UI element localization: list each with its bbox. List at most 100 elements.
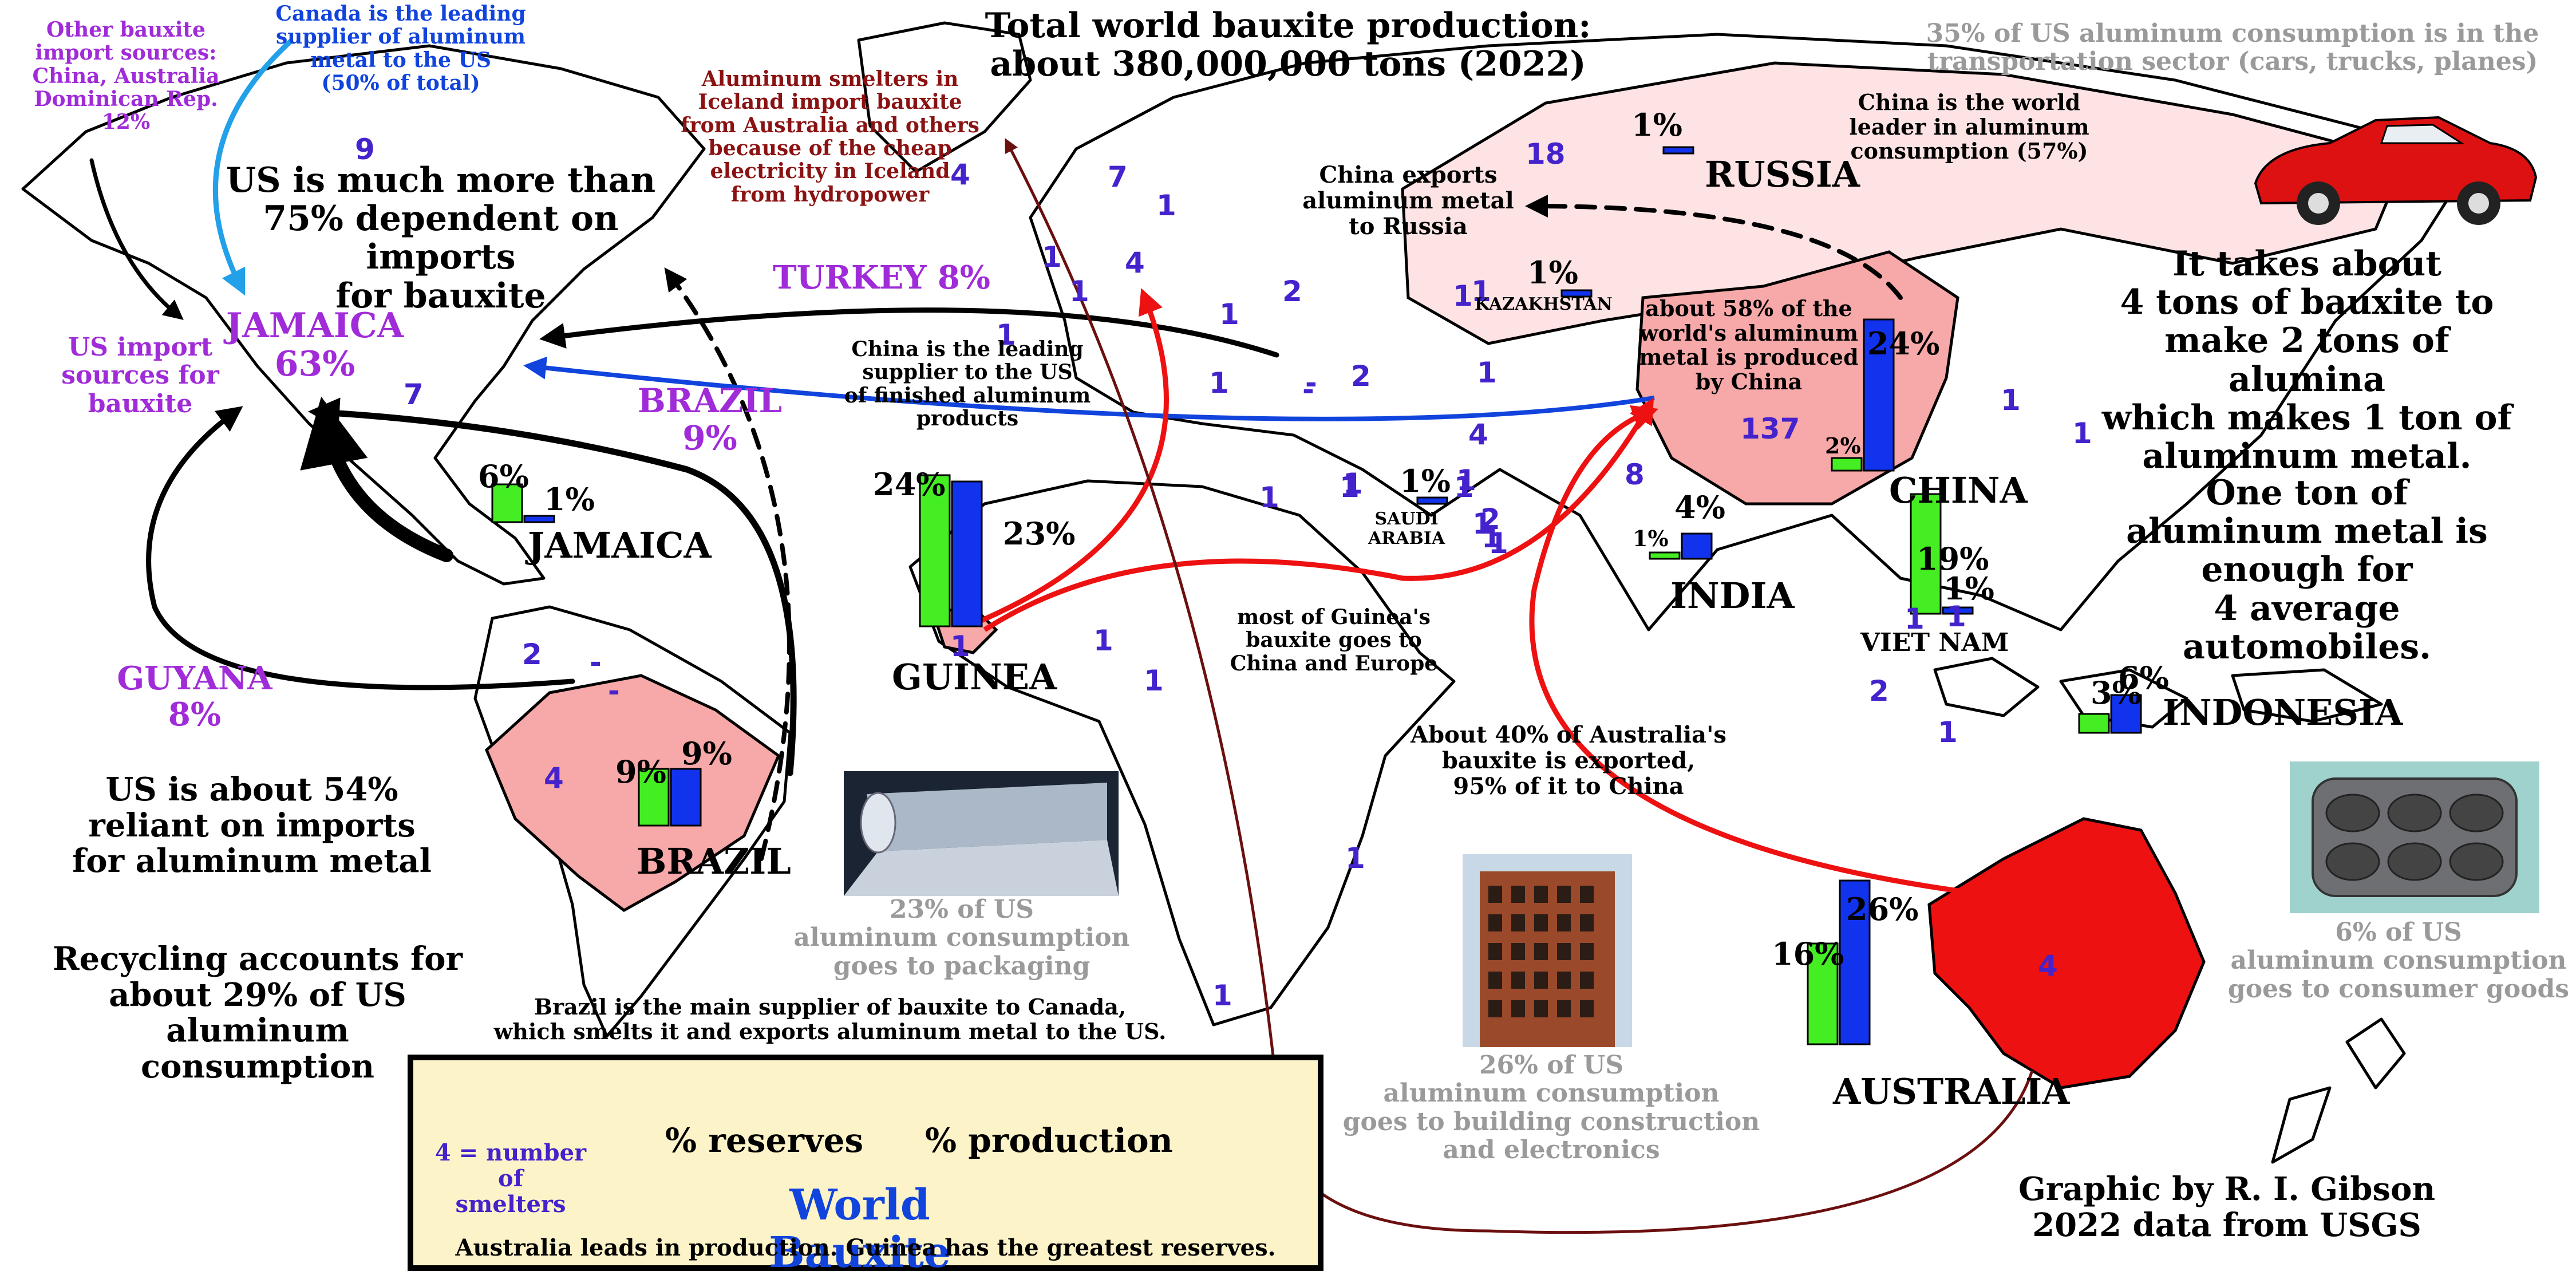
arrow-guyana-us <box>146 406 575 690</box>
greenland-landmass <box>857 21 1032 173</box>
smelter-count: 1 <box>1488 527 1508 560</box>
country-label-brazil: BRAZIL <box>637 840 791 882</box>
pct-russia-production: 1% <box>1631 106 1682 143</box>
legend-reserves-label: % reserves <box>665 1121 864 1160</box>
packaging-caption: 23% of US aluminum consumption goes to p… <box>793 895 1130 981</box>
pct-china-production: 24% <box>1867 325 1940 362</box>
pct-jamaica-reserves: 6% <box>478 458 529 495</box>
other-import-sources-note: Other bauxite import sources: China, Aus… <box>32 18 220 135</box>
bar-guinea-production <box>951 480 983 627</box>
arrow-other-sources <box>89 158 184 320</box>
china-consumption-leader-note: China is the world leader in aluminum co… <box>1849 89 2089 164</box>
import-label-brazil: BRAZIL 9% <box>637 381 783 457</box>
pct-indonesia-reserves: 3% <box>2091 674 2142 711</box>
pct-jamaica-production: 1% <box>544 481 595 518</box>
building-photo <box>1463 854 1632 1047</box>
arrow-turkey-us <box>539 307 1279 358</box>
pct-saudi-arabia-production: 1% <box>1400 463 1451 499</box>
smelter-count: 1 <box>1477 356 1497 389</box>
smelter-count: 4 <box>1125 246 1145 279</box>
smelter-count: 1 <box>2072 417 2092 450</box>
smelter-count: 4 <box>2038 949 2058 982</box>
bar-brazil-production <box>670 768 702 827</box>
smelter-count: 1 <box>1345 842 1365 875</box>
smelter-count: 1 <box>1069 275 1089 308</box>
smelter-count: - <box>590 646 602 679</box>
legend-production-label: % production <box>925 1121 1173 1160</box>
australia-region <box>1927 817 2206 1089</box>
smelter-count: 1 <box>1340 471 1360 504</box>
smelter-count: 1 <box>1219 298 1239 331</box>
black-import-arrows <box>89 158 1903 861</box>
automobiles-note: One ton of aluminum metal is enough for … <box>2126 473 2488 667</box>
smelter-count: 1 <box>1471 275 1491 308</box>
smelter-count: 1 <box>1938 716 1958 749</box>
transportation-caption: 35% of US aluminum consumption is in the… <box>1926 19 2539 77</box>
pct-brazil-reserves: 9% <box>615 753 666 790</box>
arrow-guinea-china <box>983 397 1654 632</box>
smelter-count: 1 <box>1144 664 1164 697</box>
new-zealand-islands <box>2271 1017 2406 1164</box>
brazil-canada-note: Brazil is the main supplier of bauxite t… <box>493 994 1167 1044</box>
smelter-count: - <box>1305 366 1317 400</box>
import-label-jamaica: JAMAICA 63% <box>226 306 404 385</box>
recycling-note: Recycling accounts for about 29% of US a… <box>53 940 463 1086</box>
smelter-count: 137 <box>1740 412 1800 445</box>
pct-india-reserves: 1% <box>1633 526 1669 551</box>
us-aluminum-reliance-note: US is about 54% reliant on imports for a… <box>72 771 432 881</box>
bar-guinea-reserves <box>919 474 951 627</box>
country-label-guinea: GUINEA <box>892 656 1057 698</box>
smelter-count: 8 <box>1625 458 1645 491</box>
red-export-arrows <box>972 288 1976 896</box>
smelter-count: 1 <box>1042 240 1062 274</box>
smelter-count: 4 <box>1468 418 1488 451</box>
country-label-australia: AUSTRALIA <box>1833 1071 2070 1112</box>
bar-kazakhstan-production <box>1560 289 1593 298</box>
country-label-russia: RUSSIA <box>1705 153 1860 195</box>
us-bauxite-dependence-note: US is much more than 75% dependent on im… <box>226 160 656 316</box>
smelter-count: - <box>608 674 620 708</box>
muffin-tin-photo <box>2290 761 2539 913</box>
russia-region <box>1401 61 2407 345</box>
smelter-count: 9 <box>355 133 375 166</box>
china-production-share-note: about 58% of the world's aluminum metal … <box>1639 295 1859 394</box>
smelter-count: 1 <box>1481 521 1502 554</box>
smelter-count: 4 <box>544 761 564 795</box>
smelter-count: 1 <box>1259 481 1279 514</box>
country-label-jamaica: JAMAICA <box>528 524 712 566</box>
bar-australia-reserves <box>1807 942 1839 1045</box>
smelter-count: 1 <box>1454 471 1474 504</box>
smelter-count: 1 <box>1156 189 1176 222</box>
smelter-count: 1 <box>1209 366 1229 400</box>
smelter-count: 2 <box>1282 275 1302 308</box>
smelter-count: 1 <box>1456 464 1476 497</box>
map-title: Total world bauxite production: about 38… <box>985 6 1591 85</box>
pct-vietnam-reserves: 19% <box>1917 540 1989 577</box>
north-america-landmass <box>21 44 706 586</box>
import-label-turkey: TURKEY 8% <box>772 259 991 297</box>
smelter-count: 2 <box>1480 503 1500 536</box>
smelter-count: 4 <box>950 158 970 191</box>
pct-guinea-production: 23% <box>1003 515 1076 552</box>
smelter-count: 1 <box>1453 279 1473 313</box>
arrow-jamaica-us <box>300 396 453 562</box>
legend-title: World Bauxite <box>769 1181 951 1277</box>
pct-china-reserves: 2% <box>1825 433 1861 459</box>
bar-india-reserves <box>1649 551 1681 560</box>
pct-vietnam-production: 1% <box>1943 570 1994 607</box>
import-sources-note: US import sources for bauxite <box>61 333 219 419</box>
pct-australia-reserves: 16% <box>1772 935 1844 972</box>
canada-note: Canada is the leading supplier of alumin… <box>275 2 526 95</box>
bar-australia-production <box>1839 879 1871 1045</box>
country-label-saudi-arabia: SAUDI ARABIA <box>1368 509 1445 548</box>
iceland-note: Aluminum smelters in Iceland import baux… <box>681 67 979 207</box>
smelter-count: 1 <box>1343 467 1363 500</box>
smelter-count: 2 <box>522 638 542 671</box>
bar-viet-nam-reserves <box>1910 493 1942 615</box>
smelter-count: 1 <box>996 318 1016 352</box>
smelter-count: 2 <box>1869 674 1889 708</box>
bar-brazil-reserves <box>638 768 670 827</box>
smelter-count: 18 <box>1526 137 1566 171</box>
arrow-china-russia <box>1525 195 1903 300</box>
